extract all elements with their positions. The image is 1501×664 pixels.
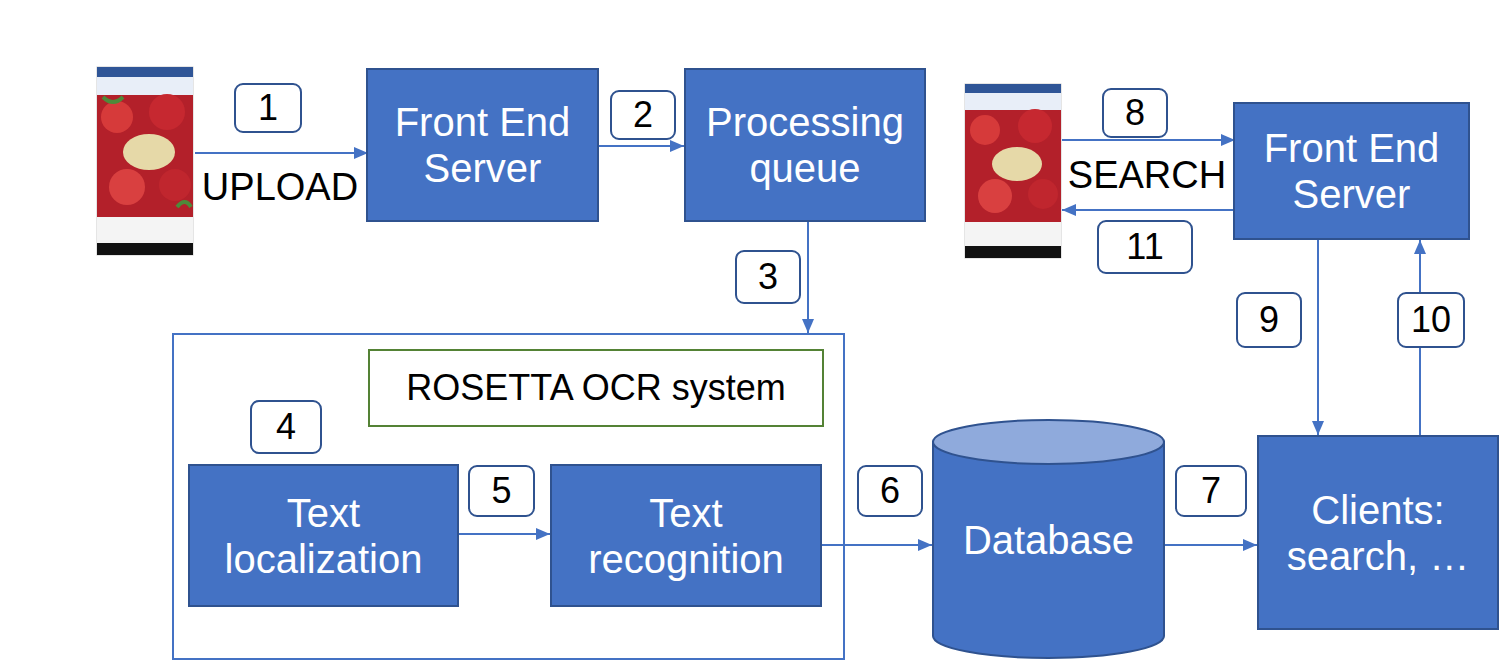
callout-number: 9 [1236,292,1302,348]
callout-number: 1 [234,83,302,133]
process-box: Text localization [188,464,459,607]
process-box: Front End Server [366,68,599,222]
flow-arrow [807,222,809,333]
flow-arrow [599,145,684,147]
node-label: Text recognition [558,490,814,582]
action-label: UPLOAD [198,164,362,210]
node-label: Text localization [196,490,451,582]
flow-arrow [1317,240,1319,435]
flow-arrow [1165,544,1257,546]
callout-number: 4 [250,400,322,454]
phone-illustration [97,67,193,255]
callout-number: 2 [610,90,676,140]
search-arrow [1062,139,1235,141]
process-box: Processing queue [684,68,926,222]
callout-number: 3 [735,250,801,304]
node-label: Database [932,518,1165,563]
callout-number: 8 [1102,88,1168,138]
callout-number: 10 [1397,292,1465,348]
phone-illustration [965,84,1061,258]
database-cylinder: Database [932,418,1165,660]
process-box: Text recognition [550,464,822,607]
result-arrow [1062,209,1235,211]
process-box: Clients: search, … [1257,435,1499,630]
node-label: Clients: search, … [1265,487,1491,579]
callout-number: 7 [1175,465,1247,517]
upload-arrow [195,152,368,154]
callout-number: 5 [468,465,535,517]
node-label: Front End Server [374,99,591,191]
node-label: Front End Server [1241,125,1462,217]
flow-arrow [822,544,932,546]
callout-number: 11 [1097,220,1193,274]
system-title: ROSETTA OCR system [368,349,824,427]
process-box: Front End Server [1233,102,1470,240]
flow-arrow [459,533,550,535]
callout-number: 6 [857,465,923,517]
node-label: Processing queue [692,99,918,191]
action-label: SEARCH [1064,152,1230,198]
